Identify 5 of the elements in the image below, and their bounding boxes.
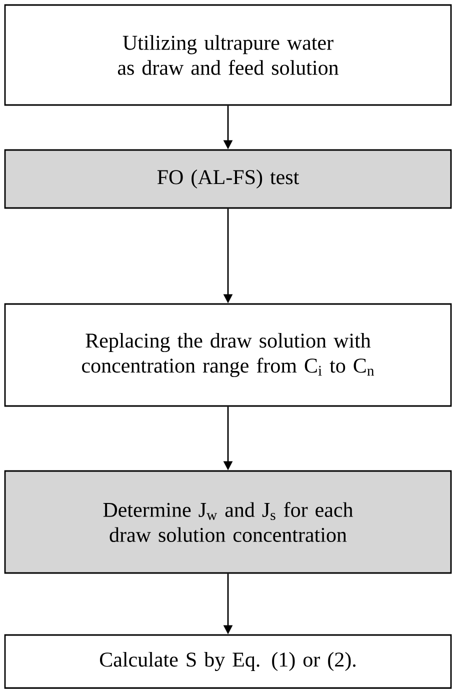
- process-box: Determine J$_{w}$ and J$_{s}$ for each draw solution concentration: [4, 470, 452, 574]
- process-box: Utilizing ultrapure water as draw and feed solution: [4, 4, 452, 106]
- process-box: Calculate S by Eq. (1) or (2).: [4, 634, 452, 689]
- process-box: FO (AL-FS) test: [4, 149, 452, 209]
- process-box: Replacing the draw solution with concentration range from C$_{i}$ to C$_{n}$: [4, 303, 452, 407]
